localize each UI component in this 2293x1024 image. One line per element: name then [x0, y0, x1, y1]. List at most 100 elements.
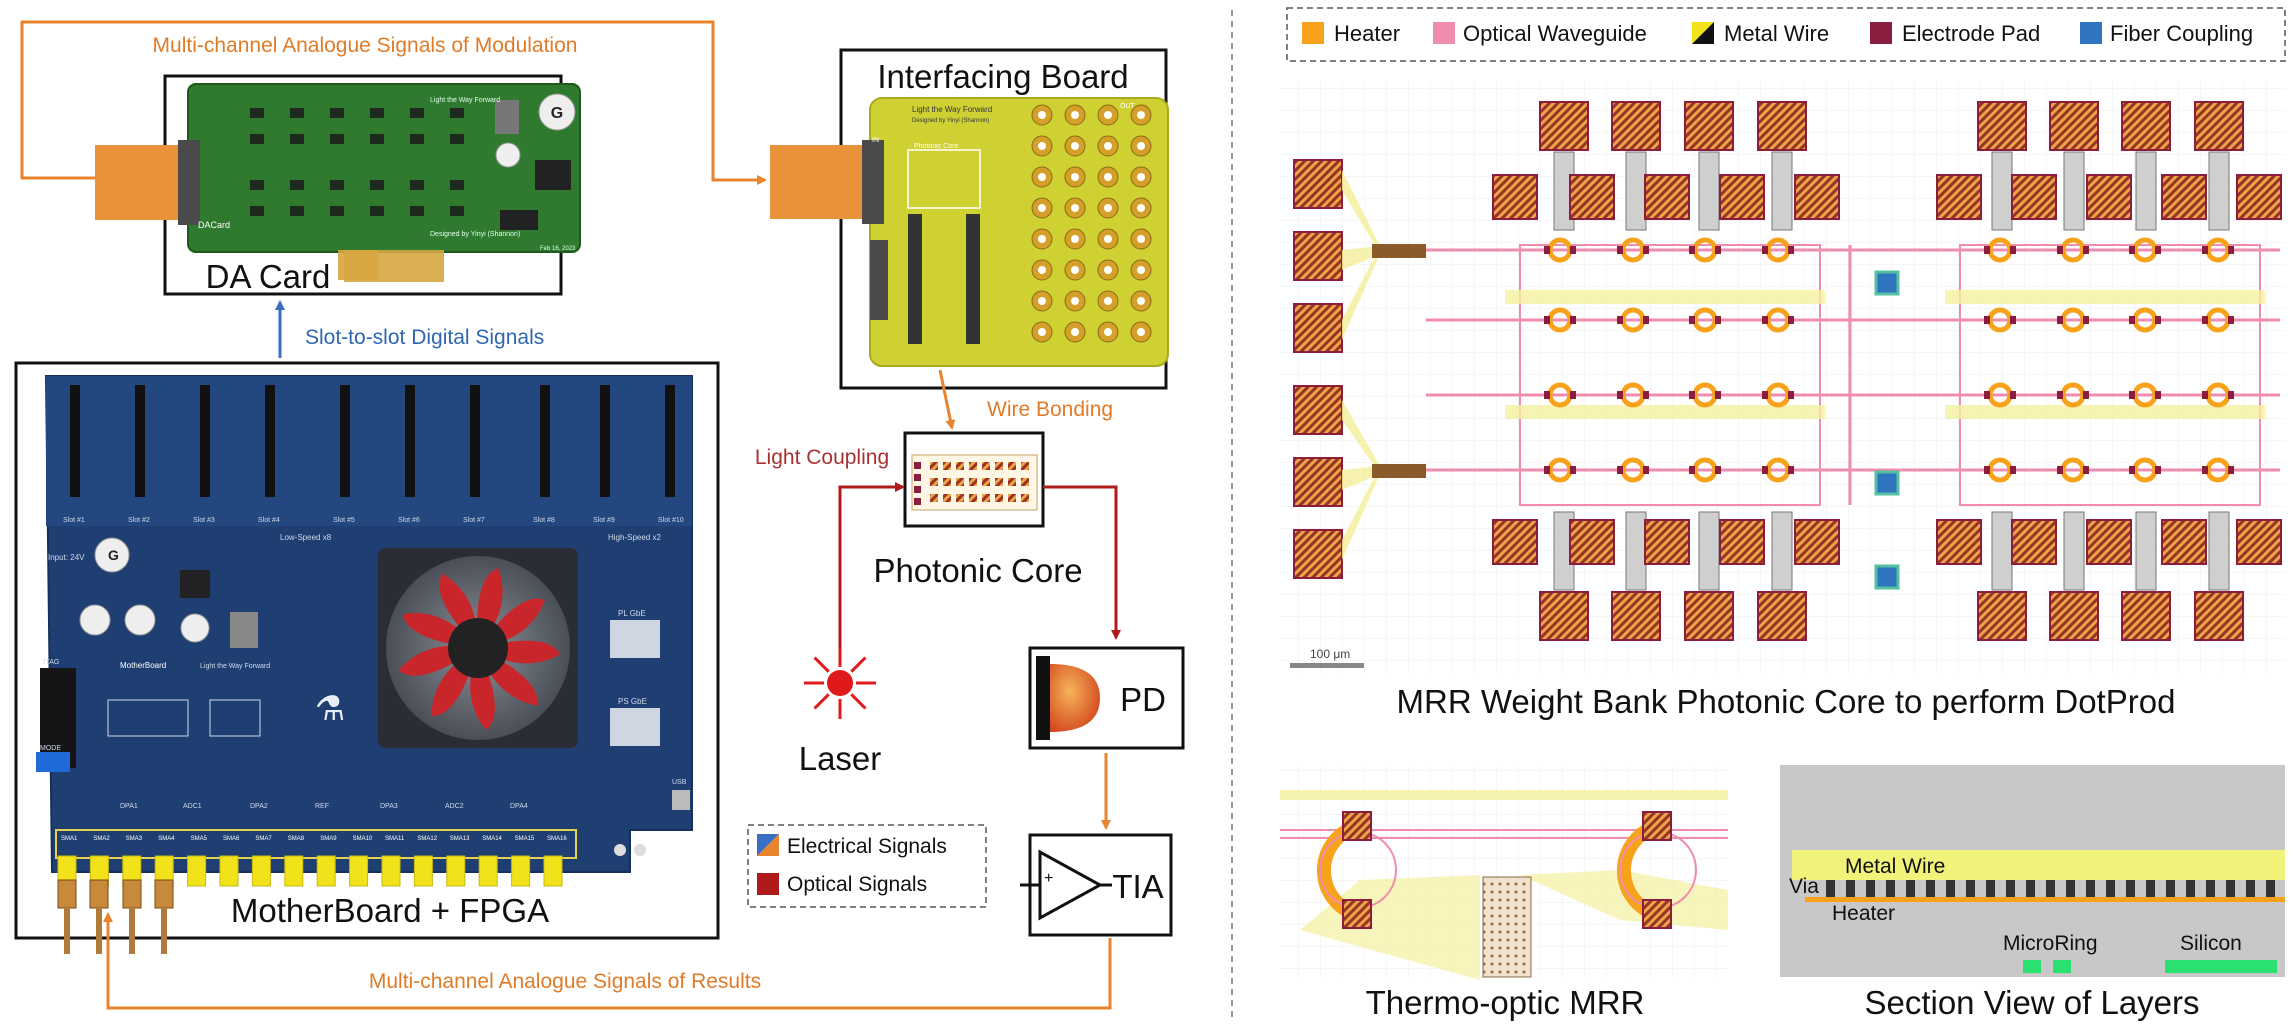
interfacing-credit: Designed by Yinyi (Shannon) — [912, 118, 989, 124]
pl-gbe-label: PL GbE — [618, 609, 646, 618]
legend-waveguide: Optical Waveguide — [1463, 21, 1647, 46]
motherboard-slot-headers — [70, 385, 675, 497]
sma-label: SMA2 — [93, 836, 110, 842]
sma-label: SMA11 — [385, 836, 405, 842]
via-layer — [1826, 880, 2275, 897]
section-view-diagram: Metal Wire Via Heater MicroRing Silicon — [1780, 765, 2285, 977]
sma-label: SMA9 — [320, 836, 337, 842]
metal-wire-layer — [1792, 850, 2285, 880]
section-label: ADC1 — [183, 803, 202, 810]
photonic-core-chip-icon — [911, 454, 1038, 511]
laser-icon — [804, 647, 876, 719]
light-coupling-label: Light Coupling — [755, 446, 889, 469]
slot-label: Slot #5 — [333, 517, 355, 524]
heater-swatch — [1302, 22, 1324, 44]
slot-label: Slot #4 — [258, 517, 280, 524]
svg-text:+: + — [1044, 870, 1053, 887]
wire-bonding-arrow — [938, 369, 956, 430]
slot-label: Slot #8 — [533, 517, 555, 524]
sma-label: SMA14 — [482, 836, 502, 842]
electrode-pad-swatch — [1870, 22, 1892, 44]
section-label: DPA1 — [120, 803, 138, 810]
legend-metal-wire: Metal Wire — [1724, 21, 1829, 46]
svg-text:G: G — [551, 105, 563, 122]
results-signal-label: Multi-channel Analogue Signals of Result… — [369, 970, 761, 993]
section-label: DPA4 — [510, 803, 528, 810]
electrical-signal-swatch — [757, 834, 779, 856]
thermo-optic-mrr-closeup — [1280, 765, 1728, 980]
svg-text:⚗: ⚗ — [315, 690, 345, 728]
pd-label: PD — [1120, 681, 1166, 718]
legend-fiber-coupling: Fiber Coupling — [2110, 21, 2253, 46]
sma-label: SMA5 — [191, 836, 208, 842]
da-card-board-name: DACard — [198, 220, 230, 230]
core-to-pd-arrow — [1043, 485, 1121, 640]
interfacing-motto: Light the Way Forward — [912, 105, 992, 114]
sma-label: SMA12 — [417, 836, 437, 842]
interfacing-out-label: OUT — [1120, 103, 1136, 110]
heater-layer-label: Heater — [1832, 902, 1895, 925]
sma-label: SMA10 — [353, 836, 373, 842]
fiber-coupling-swatch — [2080, 22, 2102, 44]
da-card-pcb: G Light the Way Forward Designed by Yiny… — [95, 83, 581, 282]
sma-label: SMA6 — [223, 836, 240, 842]
slot-label: Slot #3 — [193, 517, 215, 524]
layout-legend-box — [1286, 7, 2286, 62]
slot-label: Slot #7 — [463, 517, 485, 524]
da-card-date: Feb 16, 2023 — [540, 246, 576, 252]
legend-electrical: Electrical Signals — [787, 835, 947, 858]
silicon-layer — [2165, 960, 2277, 973]
scale-bar-label: 100 μm — [1310, 647, 1350, 661]
optical-signal-swatch — [757, 873, 779, 895]
slot-signal-label: Slot-to-slot Digital Signals — [305, 326, 544, 349]
sma-label: SMA16 — [547, 836, 567, 842]
motherboard-name: MotherBoard — [120, 661, 166, 670]
microring-segment-2 — [2053, 960, 2071, 973]
low-speed-label: Low-Speed x8 — [280, 533, 332, 542]
tia-label: TIA — [1112, 868, 1163, 905]
section-label: DPA2 — [250, 803, 268, 810]
metal-wire-layer-label: Metal Wire — [1845, 855, 1945, 878]
legend-heater: Heater — [1334, 21, 1400, 46]
signal-legend-box — [747, 824, 987, 908]
via-layer-label: Via — [1789, 875, 1819, 898]
interfacing-board-label: Interfacing Board — [877, 58, 1128, 95]
core-layout-title: MRR Weight Bank Photonic Core to perform… — [1397, 683, 2176, 720]
jtag-label: JTAG — [42, 659, 59, 666]
high-speed-label: High-Speed x2 — [608, 533, 661, 542]
interfacing-fpc-connector — [770, 145, 870, 219]
amplifier-icon: + — [1020, 849, 1112, 921]
sma-label: SMA1 — [61, 836, 78, 842]
slot-label: Slot #10 — [658, 517, 684, 524]
motherboard-motto: Light the Way Forward — [200, 663, 270, 670]
section-label: REF — [315, 803, 329, 810]
slot-label: Slot #2 — [128, 517, 150, 524]
interfacing-inset-label: Photonic Core — [914, 143, 958, 150]
sma-label: SMA4 — [158, 836, 175, 842]
input-label: Input: 24V — [48, 553, 85, 562]
motherboard-sma-output-pins — [57, 879, 174, 954]
slot-label: Slot #9 — [593, 517, 615, 524]
sma-label: SMA7 — [255, 836, 272, 842]
mrr-closeup-title: Thermo-optic MRR — [1366, 984, 1645, 1021]
modulation-signal-arrow — [20, 20, 767, 185]
da-card-credit: Designed by Yinyi (Shannon) — [430, 231, 520, 238]
da-card-motto: Light the Way Forward — [430, 97, 500, 104]
laser-label: Laser — [799, 740, 882, 777]
waveguide-swatch — [1433, 22, 1455, 44]
modulation-signal-label: Multi-channel Analogue Signals of Modula… — [153, 34, 578, 57]
sma-label: SMA8 — [288, 836, 305, 842]
heater-layer — [1805, 897, 2285, 902]
silicon-layer-label: Silicon — [2180, 932, 2242, 955]
metal-wire-swatch — [1692, 22, 1714, 44]
da-card-label: DA Card — [206, 258, 331, 295]
svg-text:G: G — [108, 547, 119, 563]
legend-optical: Optical Signals — [787, 873, 927, 896]
mrr-weight-bank-layout: 100 μm — [1280, 80, 2285, 675]
scale-bar — [1290, 663, 1364, 668]
